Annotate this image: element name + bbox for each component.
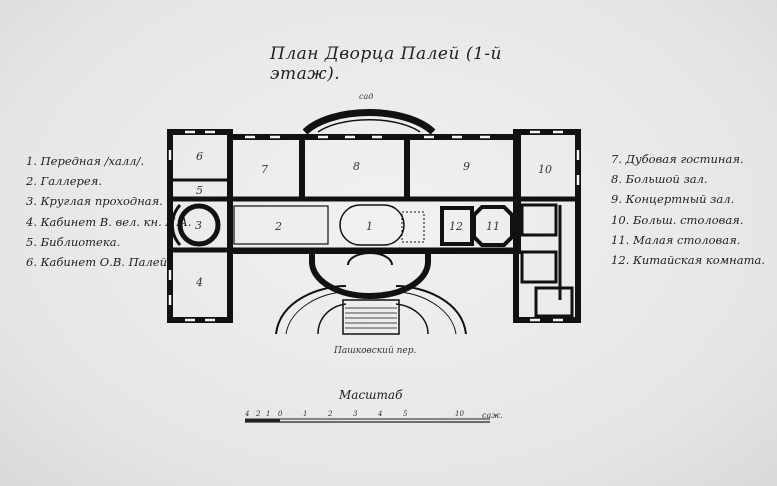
- scale-tick-label: 4: [244, 410, 249, 418]
- room-number: 12: [449, 220, 463, 233]
- garden-terrace-inner-arc: [317, 118, 421, 133]
- plan-title: План Дворца Палей (1-й этаж).: [270, 44, 502, 84]
- legend-right: 7. Дубовая гостиная. 8. Большой зал. 9. …: [611, 149, 777, 270]
- legend-item: 12. Китайская комната.: [611, 253, 766, 268]
- scale-tick-label: 3: [353, 410, 358, 418]
- street-label: Пашковский пер.: [334, 346, 417, 356]
- room-number: 7: [261, 163, 268, 176]
- right-wing-room: [534, 286, 574, 318]
- staircase: [401, 211, 425, 243]
- scale-title: Масштаб: [339, 388, 403, 402]
- scale-tick-label: 2: [255, 410, 261, 418]
- legend-item: 1. Передная /халл/.: [26, 154, 145, 168]
- legend-item: 4. Кабинет В. вел. кн. П.А.: [26, 214, 192, 229]
- entrance-steps: [345, 307, 397, 329]
- room-number: 9: [463, 160, 470, 173]
- left-wing-wall: [167, 129, 233, 323]
- room-number: 5: [196, 184, 203, 197]
- scale-segment: [245, 419, 280, 422]
- legend-item: 3. Круглая проходная.: [26, 194, 163, 209]
- scale-ticks: 4 2 1 0 1 2 3 4 5 10: [244, 410, 464, 418]
- room-number: 8: [353, 160, 360, 173]
- round-room-apse: [170, 204, 182, 246]
- room-numbers: 1 2 3 4 5 6 7 8 9 10 11 12: [195, 150, 552, 289]
- garden-terrace-arc: [302, 109, 436, 135]
- legend-item: 5. Библиотека.: [26, 234, 121, 249]
- carriage-ramp-right-inner: [395, 291, 457, 335]
- room-number: 1: [366, 220, 373, 233]
- room-number: 10: [538, 163, 552, 176]
- carriage-ramp-left-inner: [285, 291, 347, 335]
- room-number: 6: [196, 150, 203, 163]
- room-number: 4: [195, 276, 203, 289]
- carriage-ramp-right: [395, 285, 467, 335]
- window-openings: [168, 130, 580, 322]
- legend-item: 9. Концертный зал.: [611, 192, 735, 207]
- entrance-porch: [342, 299, 400, 335]
- legend-item: 2. Галлерея.: [26, 174, 102, 189]
- vestibule-oval: [339, 204, 405, 246]
- room-number: 2: [274, 220, 282, 233]
- garden-label: сад: [359, 92, 374, 101]
- scale-bar: [245, 418, 490, 423]
- scale-tick-label: 2: [327, 410, 333, 418]
- south-bay-inner: [347, 252, 393, 266]
- room-number: 3: [195, 219, 202, 232]
- scale-tick-label: 0: [278, 410, 283, 418]
- scale-tick-label: 4: [377, 410, 382, 418]
- inner-ramp-left: [317, 303, 347, 335]
- right-wing-room: [520, 203, 558, 237]
- legend-item: 11. Малая столовая.: [611, 232, 741, 247]
- room-number: 11: [486, 220, 500, 233]
- scale-tick-label: 10: [455, 410, 464, 418]
- legend-item: 8. Большой зал.: [611, 172, 708, 187]
- scale-tick-label: 1: [266, 410, 270, 418]
- legend-left: 1. Передная /халл/. 2. Галлерея. 3. Круг…: [26, 151, 192, 272]
- scale-tick-label: 1: [303, 410, 307, 418]
- legend-item: 6. Кабинет О.В. Палей.: [26, 255, 171, 270]
- scale-tick-label: 5: [403, 410, 408, 418]
- right-wing-room: [520, 250, 558, 284]
- south-bay-wall: [309, 251, 431, 299]
- legend-item: 10. Больш. столовая.: [611, 212, 744, 227]
- inner-ramp-right: [395, 303, 429, 335]
- scale-unit: саж.: [482, 411, 503, 420]
- carriage-ramp-left: [275, 285, 347, 335]
- right-wing-wall: [513, 129, 581, 323]
- room-11-wall: [472, 205, 514, 247]
- round-room-wall: [177, 203, 221, 247]
- gallery-inner: [233, 205, 329, 245]
- legend-item: 7. Дубовая гостиная.: [611, 152, 744, 166]
